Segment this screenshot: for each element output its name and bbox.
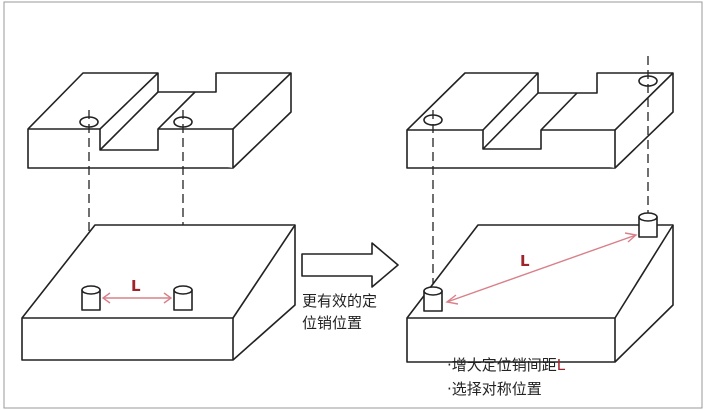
pin-icon <box>173 285 193 311</box>
right-arrow-icon <box>301 242 399 288</box>
bullet-symmetric-position: ·选择对称位置 <box>447 380 542 398</box>
left-base-plate: L <box>21 224 296 361</box>
right-slotted-block <box>406 72 674 169</box>
arrow-caption-line2: 位销位置 <box>302 314 362 332</box>
left-slotted-block <box>27 72 292 169</box>
bullet-increase-spacing: ·增大定位销间距L <box>447 356 566 374</box>
right-base-plate: L <box>406 212 674 363</box>
distance-arrow <box>446 234 637 303</box>
pin-icon <box>638 212 658 238</box>
distance-label: L <box>131 277 141 295</box>
arrow-caption-line1: 更有效的定 <box>302 292 377 310</box>
distance-label: L <box>520 252 530 270</box>
frame <box>3 1 703 409</box>
pin-icon <box>423 286 443 312</box>
pin-icon <box>81 285 101 311</box>
